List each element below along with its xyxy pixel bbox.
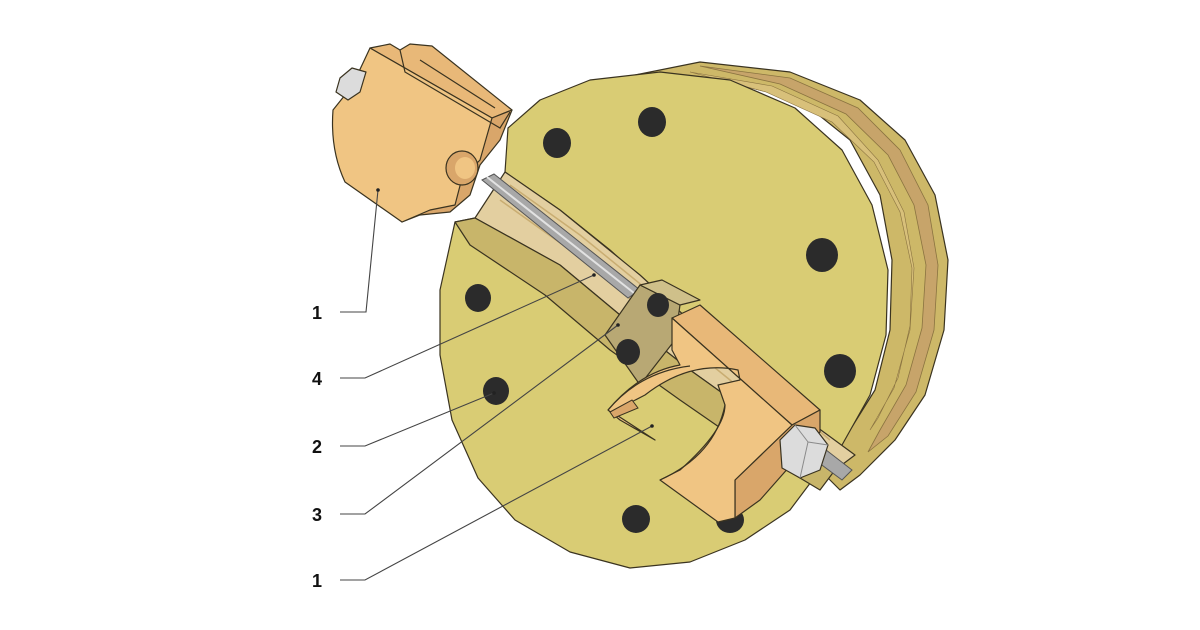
- hole: [638, 107, 666, 137]
- jaw-upper: [331, 43, 513, 223]
- hole: [465, 284, 491, 312]
- disc-rim: [619, 61, 949, 491]
- jaw-upper-bore-inner: [455, 157, 475, 179]
- nut-block-hole-upper: [647, 293, 669, 317]
- leader-lines: [340, 188, 654, 581]
- jaw-upper-nut: [335, 67, 367, 101]
- jaw-lower-notch: [609, 399, 639, 419]
- hex-nut: [779, 424, 829, 479]
- jaw-lower-face: [607, 317, 793, 523]
- nut-block-hole-lower: [616, 339, 640, 365]
- hole: [622, 505, 650, 533]
- callout-label-jaw-upper: 1: [312, 303, 322, 323]
- disc-rim-stripe-1: [699, 65, 939, 453]
- hole: [543, 128, 571, 158]
- hex-nut-body: [779, 424, 829, 479]
- leader-jaw-upper: [340, 189, 379, 313]
- callout-label-hole: 2: [312, 437, 322, 457]
- hex-nut-facet: [794, 424, 829, 479]
- leader-screw: [340, 274, 595, 379]
- hole: [824, 354, 856, 388]
- leader-dot: [376, 188, 380, 192]
- leader-nut-block: [340, 324, 619, 515]
- disc-rim-outer: [619, 61, 949, 491]
- callout-labels: 1 4 2 3 1: [312, 303, 322, 591]
- jaw-lower-curve: [607, 365, 726, 481]
- leader-dot: [492, 391, 496, 395]
- hole: [806, 238, 838, 272]
- leader-dot: [616, 323, 620, 327]
- leader-jaw-lower: [340, 425, 653, 581]
- screw-rod-highlight: [486, 176, 635, 294]
- hole: [483, 377, 509, 405]
- callout-label-nut-block: 3: [312, 505, 322, 525]
- nut-block: [604, 279, 701, 386]
- leader-hole: [340, 392, 495, 447]
- leader-dot: [592, 273, 596, 277]
- callout-label-jaw-lower: 1: [312, 571, 322, 591]
- callout-label-screw: 4: [312, 369, 322, 389]
- disc-rim-stripe-2: [689, 71, 915, 431]
- jaw-upper-groove: [399, 49, 511, 129]
- leader-dot: [650, 424, 654, 428]
